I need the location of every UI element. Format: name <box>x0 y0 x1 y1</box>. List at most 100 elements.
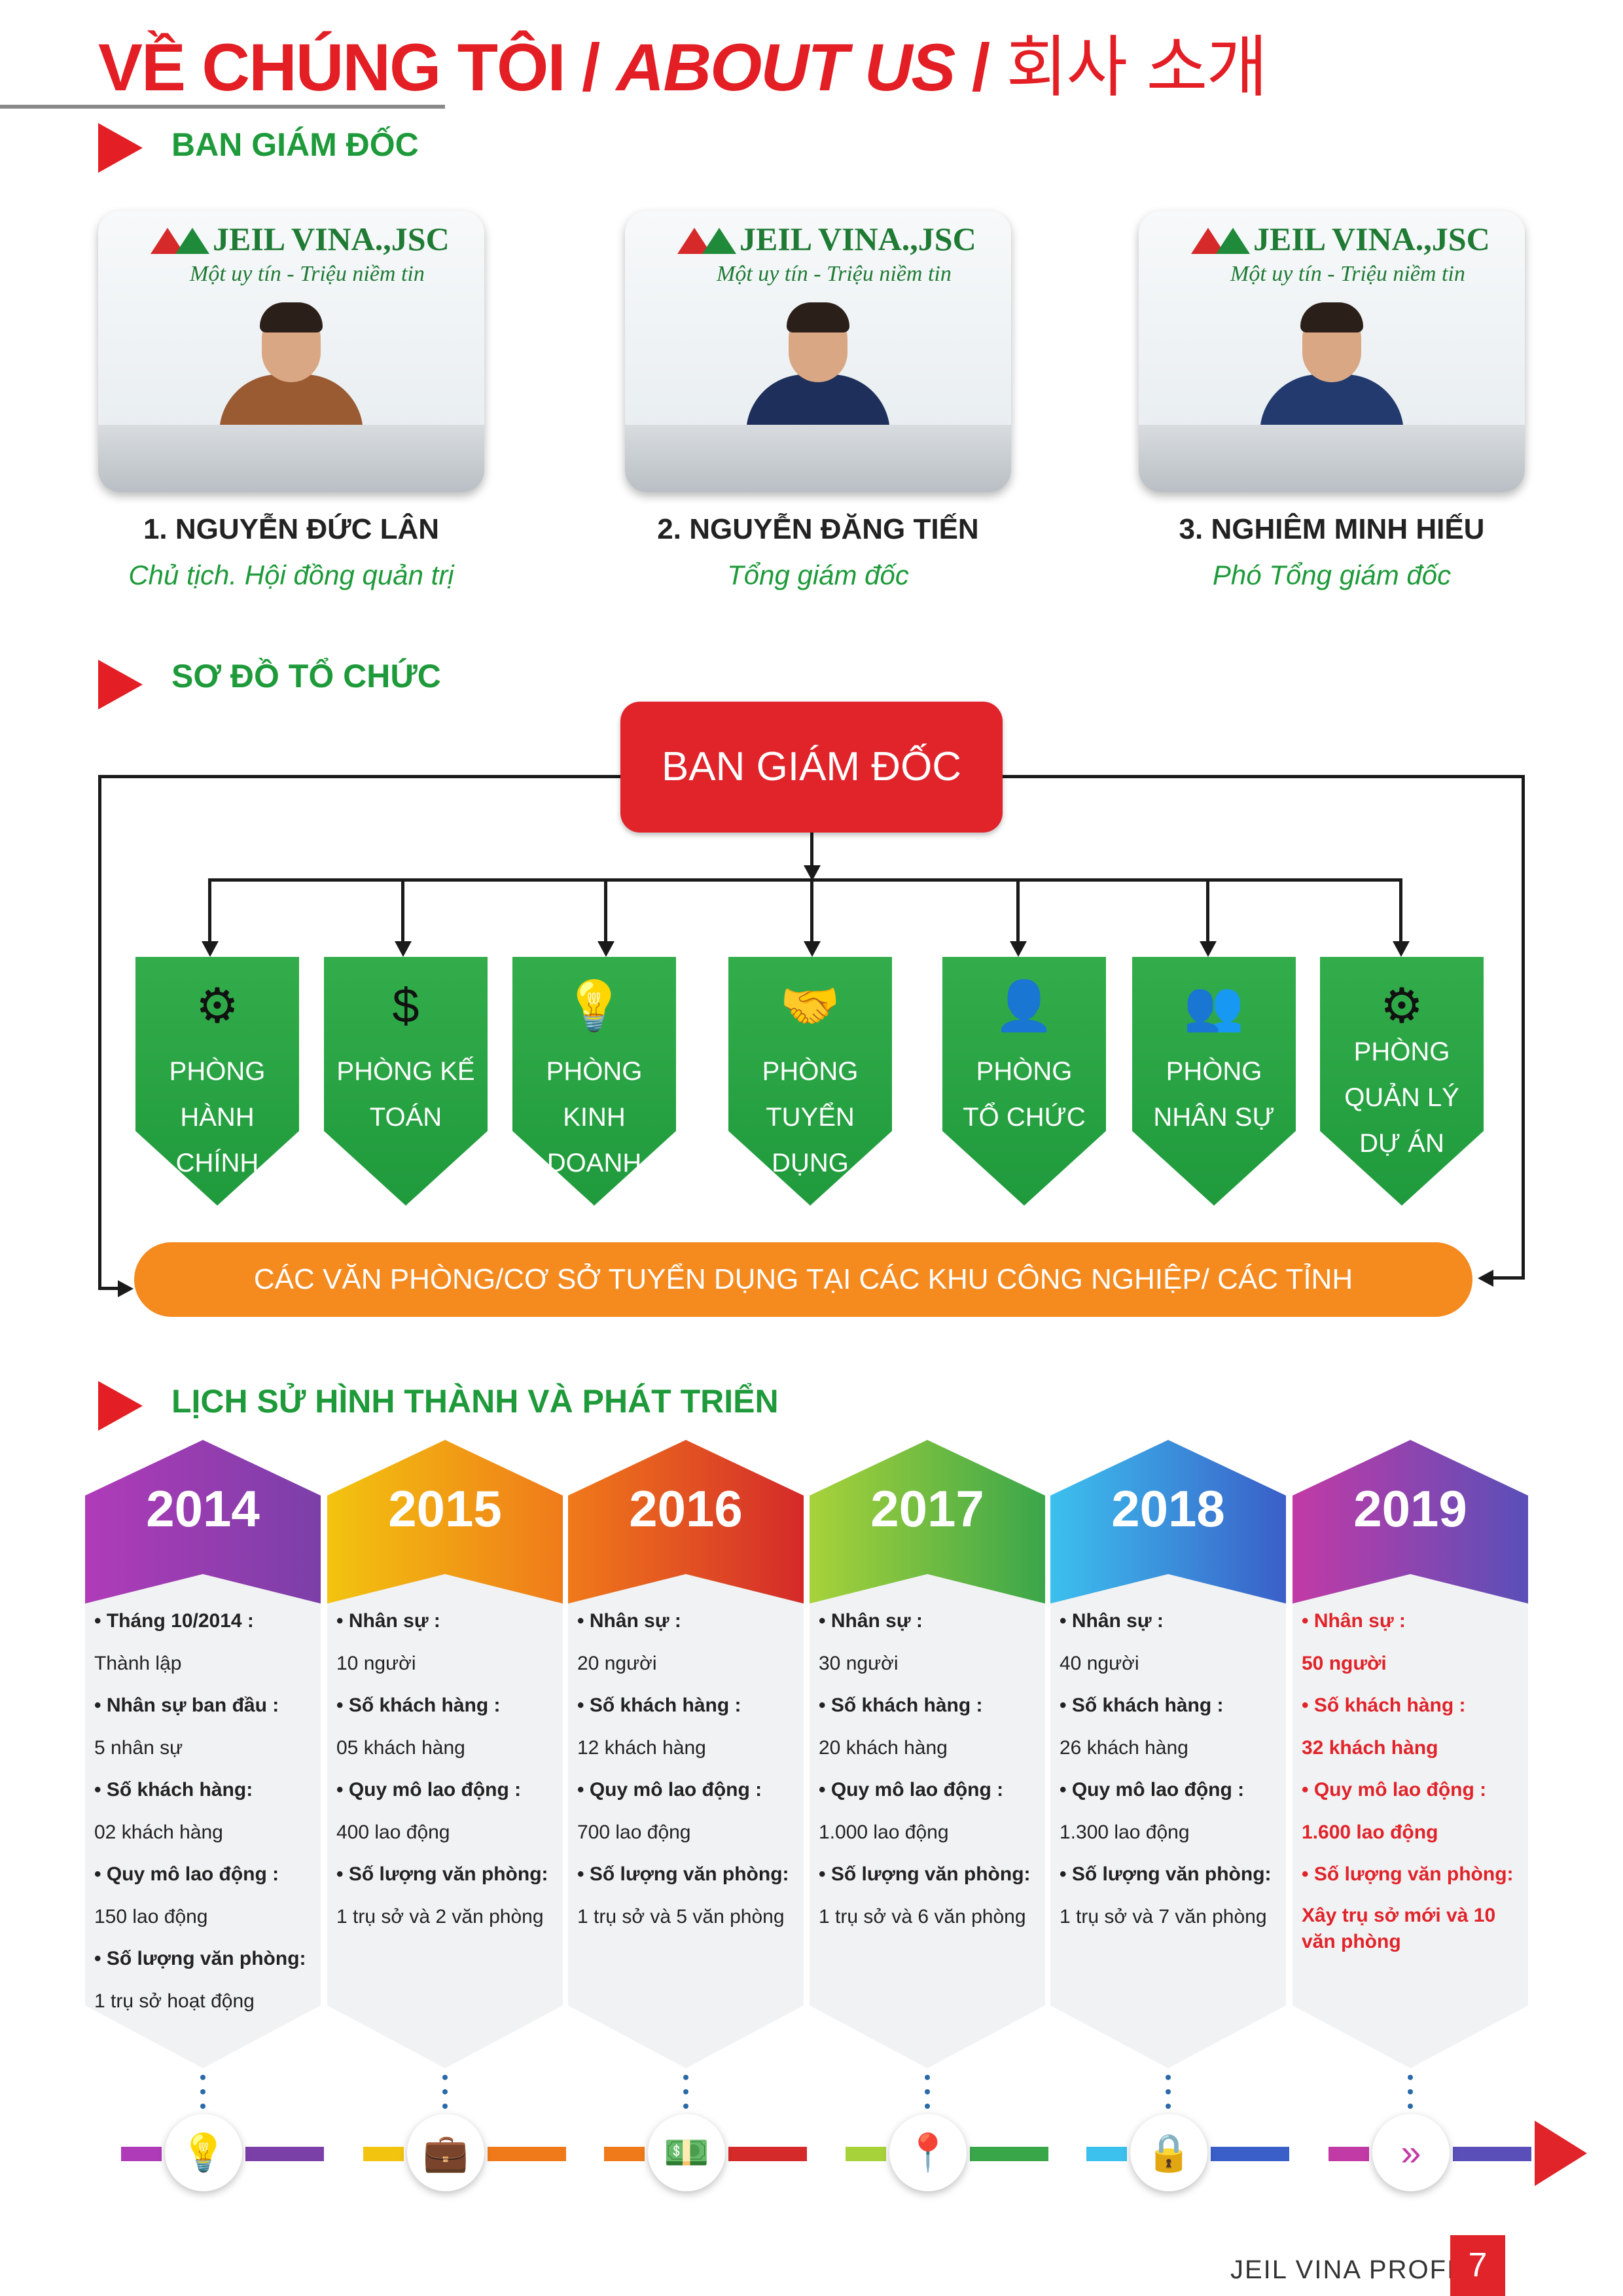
timeline-line: 05 khách hàng <box>336 1736 465 1759</box>
people-group-icon: 👥 <box>1183 978 1245 1033</box>
arrow-down-icon <box>597 941 615 957</box>
timeline-line: • Quy mô lao động : <box>1060 1779 1245 1801</box>
connector-line <box>1206 878 1209 944</box>
timeline-year: 2019 <box>1353 1480 1467 1537</box>
timeline-line: • Nhân sự : <box>577 1610 681 1632</box>
timeline-line: • Nhân sự : <box>1060 1610 1164 1632</box>
progress-bar-segment <box>121 2147 162 2161</box>
timeline-column: 2016• Nhân sự : 20 người• Số khách hàng … <box>568 1440 804 2068</box>
timeline-line: • Số lượng văn phòng: <box>1302 1863 1514 1885</box>
section-arrow-icon <box>98 660 143 709</box>
timeline-line: • Nhân sự : <box>336 1610 440 1632</box>
progress-bar-segment <box>846 2147 886 2161</box>
timeline-line: • Số khách hàng : <box>336 1695 501 1716</box>
section-title-history: LỊCH SỬ HÌNH THÀNH VÀ PHÁT TRIỂN <box>171 1383 779 1420</box>
page-title: VỀ CHÚNG TÔI / ABOUT US / 회사 소개 <box>98 29 1268 107</box>
org-bottom-bar: CÁC VĂN PHÒNG/CƠ SỞ TUYỂN DỤNG TẠI CÁC K… <box>134 1242 1472 1317</box>
money-stack-icon: 💵 <box>648 2114 725 2191</box>
connector-line <box>604 878 607 944</box>
timeline-line: 1.300 lao động <box>1060 1821 1190 1843</box>
timeline-dots <box>683 2075 688 2127</box>
lightbulb-icon: 💡 <box>563 978 625 1033</box>
timeline-line: • Tháng 10/2014 : <box>94 1610 254 1632</box>
timeline-line: • Số khách hàng: <box>94 1779 253 1801</box>
timeline-dots <box>1166 2075 1171 2127</box>
timeline-line: 40 người <box>1060 1652 1139 1674</box>
timeline-line: 1 trụ sở và 6 văn phòng <box>819 1905 1026 1928</box>
progress-bar-segment <box>604 2147 645 2161</box>
footer-label: JEIL VINA PROFILE <box>1230 2255 1491 2284</box>
timeline-line: • Số khách hàng : <box>1302 1695 1466 1716</box>
photo-brand-text: JEIL VINA.,JSC <box>740 221 976 257</box>
progress-bar-segment <box>245 2147 324 2161</box>
timeline-year: 2015 <box>388 1480 502 1537</box>
timeline-line: 10 người <box>336 1652 416 1674</box>
connector-line <box>209 878 1400 882</box>
arrow-right-icon <box>118 1280 134 1297</box>
timeline-line: 400 lao động <box>336 1821 450 1843</box>
connector-line <box>98 1287 118 1290</box>
leader-name: 3. NGHIÊM MINH HIẾU <box>1179 513 1485 545</box>
timeline-line: • Nhân sự ban đầu : <box>94 1695 279 1716</box>
timeline-line: 1 trụ sở hoạt động <box>94 1990 255 2012</box>
timeline-line: • Số khách hàng : <box>819 1695 983 1716</box>
leader-name: 1. NGUYỄN ĐỨC LÂN <box>143 513 440 545</box>
timeline-line: 20 khách hàng <box>819 1736 948 1759</box>
timeline-column: 2018• Nhân sự :40 người• Số khách hàng :… <box>1050 1440 1286 2068</box>
person-gear-icon: 👤 <box>993 978 1055 1033</box>
timeline-line: • Số lượng văn phòng: <box>336 1863 548 1885</box>
timeline-line: 1 trụ sở và 5 văn phòng <box>577 1905 785 1928</box>
timeline-line: 1.600 lao động <box>1302 1821 1438 1843</box>
timeline-line: • Số lượng văn phòng: <box>94 1948 306 1969</box>
timeline-line: 32 khách hàng <box>1302 1736 1438 1759</box>
timeline-line: • Số khách hàng : <box>577 1695 741 1716</box>
handshake-icon: 🤝 <box>779 978 841 1033</box>
timeline-line: 150 lao động <box>94 1905 208 1928</box>
timeline-line: • Quy mô lao động : <box>1302 1779 1487 1801</box>
photo-brand-text: JEIL VINA.,JSC <box>213 221 450 257</box>
timeline-line: 1 trụ sở và 7 văn phòng <box>1060 1905 1267 1928</box>
lightbulb-icon: 💡 <box>165 2114 242 2191</box>
progress-bar-segment <box>363 2147 404 2161</box>
dollar-coin-icon: $ <box>392 978 419 1033</box>
section-title-org: SƠ ĐỒ TỔ CHỨC <box>171 658 441 694</box>
section-arrow-icon <box>98 1381 143 1431</box>
timeline-line: 1 trụ sở và 2 văn phòng <box>336 1905 544 1928</box>
progress-bar-segment <box>488 2147 566 2161</box>
timeline-line: 12 khách hàng <box>577 1736 706 1759</box>
connector-line <box>1016 878 1020 944</box>
forward-arrow-icon: » <box>1372 2114 1450 2191</box>
timeline-dots <box>1408 2075 1413 2127</box>
arrow-down-icon <box>1010 941 1027 957</box>
leader-name: 2. NGUYỄN ĐĂNG TIẾN <box>657 513 979 545</box>
timeline-line: 5 nhân sự <box>94 1736 183 1759</box>
gears-icon: ⚙ <box>1380 978 1424 1033</box>
connector-line <box>401 878 404 944</box>
connector-line <box>98 775 101 1289</box>
timeline-end-arrow-icon <box>1535 2121 1587 2186</box>
timeline-line: • Nhân sự : <box>1302 1610 1406 1632</box>
fingerprint-icon: 🔒 <box>1130 2114 1207 2191</box>
network-icon: ⚙ <box>195 978 240 1033</box>
photo-brand-text: JEIL VINA.,JSC <box>1253 221 1490 257</box>
timeline-line: 20 người <box>577 1652 657 1674</box>
timeline-year: 2018 <box>1111 1480 1225 1537</box>
timeline-year: 2017 <box>870 1480 984 1537</box>
briefcase-clock-icon: 💼 <box>407 2114 484 2191</box>
arrow-left-icon <box>1478 1270 1493 1287</box>
photo-slogan-text: Một uy tín - Triệu niềm tin <box>190 262 425 286</box>
section-arrow-icon <box>98 123 143 173</box>
timeline-line: 30 người <box>819 1652 899 1674</box>
progress-bar-segment <box>1211 2147 1289 2161</box>
timeline-line: • Số lượng văn phòng: <box>1060 1863 1272 1885</box>
timeline-year: 2014 <box>146 1480 260 1537</box>
timeline-line: 50 người <box>1302 1652 1387 1674</box>
